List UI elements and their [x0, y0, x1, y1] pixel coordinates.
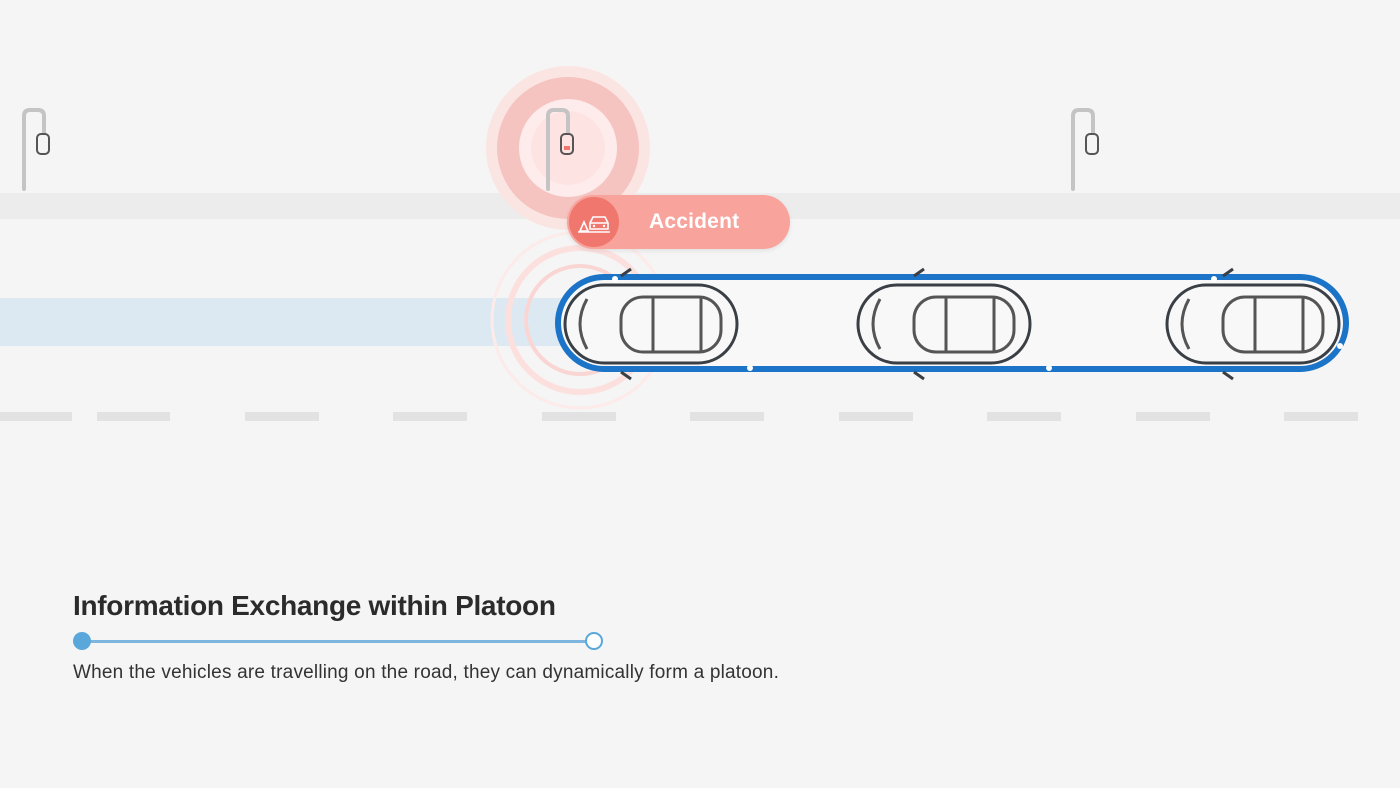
- car-icon: [1165, 267, 1341, 381]
- progress-track: [82, 640, 594, 643]
- lane-markings: [0, 412, 1358, 421]
- progress-start-dot: [73, 632, 91, 650]
- caption-panel: Information Exchange within Platoon When…: [73, 590, 973, 684]
- streetlight-icon: [546, 108, 574, 191]
- progress-bar: [73, 630, 603, 652]
- car-icon: [856, 267, 1032, 381]
- progress-end-dot: [585, 632, 603, 650]
- car-icon: [563, 267, 739, 381]
- car-accident-icon: [569, 197, 619, 247]
- page-title: Information Exchange within Platoon: [73, 590, 556, 621]
- caption-description: When the vehicles are travelling on the …: [73, 662, 780, 683]
- streetlight-icon: [22, 108, 50, 191]
- accident-badge: Accident: [567, 195, 790, 249]
- accident-label: Accident: [649, 210, 740, 233]
- streetlight-icon: [1071, 108, 1099, 191]
- platoon-link-dots: [612, 276, 1343, 371]
- platoon-lane-highlight: [0, 298, 570, 346]
